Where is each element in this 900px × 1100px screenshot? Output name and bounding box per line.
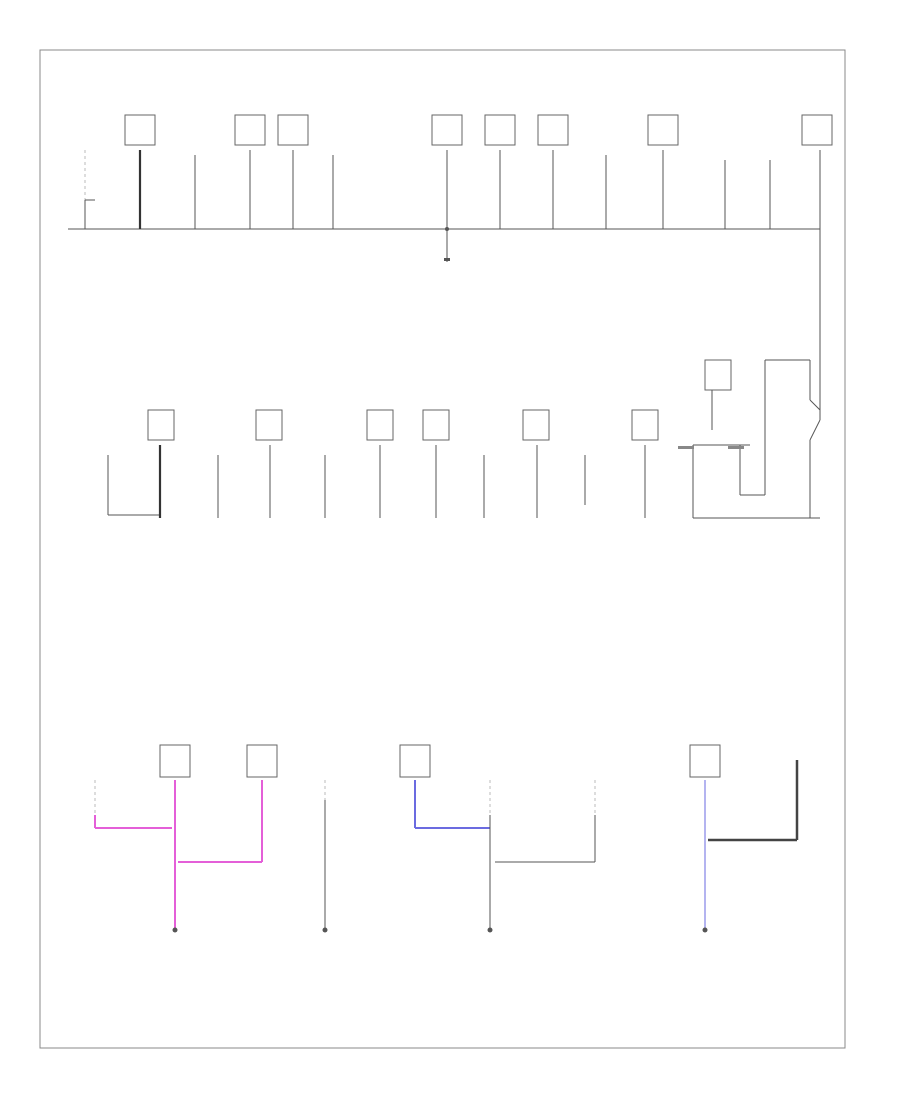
component-m7 [422, 409, 450, 518]
bottom-section [94, 744, 799, 933]
ground-group-blue [399, 744, 596, 933]
ground-symbol [487, 927, 493, 933]
ground-symbol [322, 927, 328, 933]
top-section [68, 114, 833, 262]
component-m6 [366, 409, 394, 518]
component-m4 [255, 409, 283, 518]
component-m1 [107, 455, 160, 516]
component-7 [484, 114, 516, 229]
component-3 [234, 114, 266, 229]
ground-group-single [322, 780, 328, 933]
component-13 [801, 114, 833, 146]
component-6 [431, 114, 463, 229]
middle-section [107, 359, 821, 519]
ground-group-dark [689, 744, 799, 933]
component-10 [647, 114, 679, 229]
ground-symbol [172, 927, 178, 933]
relay-block [678, 359, 821, 519]
component-m9 [522, 409, 550, 518]
component-4 [277, 114, 309, 229]
component-m2 [147, 409, 175, 518]
ground-symbol [702, 927, 708, 933]
component-1 [124, 114, 156, 229]
diagram-frame [39, 49, 846, 1049]
component-m11 [631, 409, 659, 518]
component-8 [537, 114, 569, 229]
ground-symbol [444, 258, 450, 261]
ground-group-pink [94, 744, 278, 933]
